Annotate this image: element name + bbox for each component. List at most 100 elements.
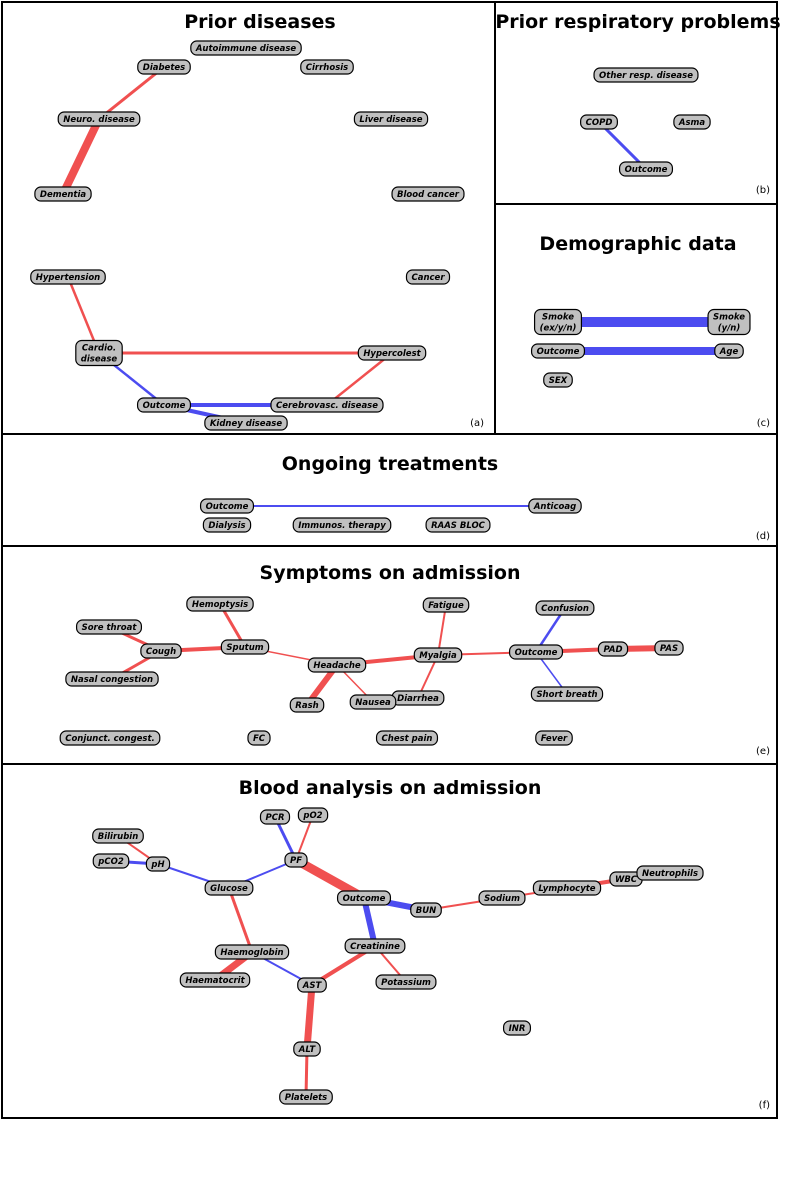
node-label: (y/n) bbox=[718, 324, 741, 334]
node-f-haematocrit: Haematocrit bbox=[179, 972, 251, 988]
node-box bbox=[30, 269, 106, 285]
node-label: Myalgia bbox=[419, 651, 457, 661]
node-label: Age bbox=[719, 347, 739, 357]
panel-a-tag: (a) bbox=[470, 418, 484, 429]
node-box bbox=[543, 372, 573, 388]
node-label: Outcome bbox=[143, 401, 186, 411]
node-box bbox=[179, 972, 251, 988]
panel-frame-f bbox=[1, 763, 778, 1119]
node-f-bun: BUN bbox=[410, 902, 442, 918]
node-box bbox=[199, 498, 255, 514]
node-box bbox=[530, 343, 586, 359]
node-box bbox=[410, 902, 442, 918]
node-e-fc: FC bbox=[247, 730, 271, 746]
node-label: PAS bbox=[660, 644, 678, 654]
node-box bbox=[673, 114, 711, 130]
node-b-asma: Asma bbox=[673, 114, 711, 130]
node-f-outcome: Outcome bbox=[336, 890, 392, 906]
edge-e-fatigue-myalgia bbox=[437, 604, 447, 656]
panel-labels: Prior diseases (a) Prior respiratory pro… bbox=[184, 11, 780, 1111]
node-box bbox=[186, 596, 254, 612]
node-label: INR bbox=[509, 1024, 526, 1034]
node-label: pCO2 bbox=[97, 857, 124, 867]
node-label: Sore throat bbox=[82, 623, 138, 633]
node-label: Nasal congestion bbox=[71, 675, 153, 685]
edge-f-outcome-creatinine bbox=[361, 897, 378, 947]
node-box bbox=[580, 114, 618, 130]
node-label: Haematocrit bbox=[185, 976, 245, 986]
node-box bbox=[528, 498, 582, 514]
node-label: Cardio. bbox=[82, 344, 116, 354]
node-label: COPD bbox=[586, 118, 613, 128]
node-label: Sodium bbox=[484, 894, 520, 904]
node-box bbox=[59, 730, 161, 746]
node-c-outcome: Outcome bbox=[530, 343, 586, 359]
node-e-sputum: Sputum bbox=[220, 639, 270, 655]
node-e-chestpain: Chest pain bbox=[375, 730, 439, 746]
node-label: Outcome bbox=[625, 165, 668, 175]
node-box bbox=[145, 856, 171, 872]
node-box bbox=[508, 644, 564, 660]
panel-b-title: Prior respiratory problems bbox=[495, 11, 780, 33]
node-box bbox=[405, 269, 451, 285]
node-label: Headache bbox=[313, 661, 361, 671]
node-label: Diabetes bbox=[143, 63, 185, 73]
node-label: Haemoglobin bbox=[220, 948, 283, 958]
node-box bbox=[535, 730, 573, 746]
node-f-haemoglobin: Haemoglobin bbox=[214, 944, 290, 960]
node-label: Rash bbox=[295, 701, 318, 711]
node-label: Glucose bbox=[210, 884, 248, 894]
node-a-outcome: Outcome bbox=[136, 397, 192, 413]
node-c-age: Age bbox=[714, 343, 744, 359]
node-label: Neuro. disease bbox=[63, 115, 135, 125]
edge-a-hypercolest-cerebro bbox=[326, 352, 393, 406]
node-d-anticoag: Anticoag bbox=[528, 498, 582, 514]
node-a-autoimmune: Autoimmune disease bbox=[190, 40, 302, 56]
node-label: Cancer bbox=[411, 273, 445, 283]
node-e-outcome: Outcome bbox=[508, 644, 564, 660]
panel-d-tag: (d) bbox=[756, 531, 770, 542]
panel-frames bbox=[1, 1, 778, 1119]
node-box bbox=[259, 809, 291, 825]
node-box bbox=[279, 1089, 333, 1105]
node-box bbox=[140, 643, 182, 659]
edge-a-neuro-dementia bbox=[59, 117, 103, 196]
node-label: Immunos. therapy bbox=[298, 521, 386, 531]
node-e-fatigue: Fatigue bbox=[422, 597, 470, 613]
node-box bbox=[349, 694, 397, 710]
node-f-bilirubin: Bilirubin bbox=[92, 828, 144, 844]
node-b-copd: COPD bbox=[580, 114, 618, 130]
edge-f-ast-alt bbox=[303, 984, 316, 1050]
panel-c-tag: (c) bbox=[757, 418, 770, 429]
node-e-diarrhea: Diarrhea bbox=[391, 690, 445, 706]
node-a-bloodcancer: Blood cancer bbox=[391, 186, 465, 202]
node-label: Sputum bbox=[226, 643, 263, 653]
node-box bbox=[618, 161, 674, 177]
node-label: (ex/y/n) bbox=[540, 324, 577, 334]
panel-e-tag: (e) bbox=[756, 746, 770, 757]
panel-f-tag: (f) bbox=[759, 1100, 770, 1111]
node-box bbox=[353, 111, 429, 127]
edge-b-copd-outcome bbox=[597, 120, 648, 171]
node-box bbox=[375, 974, 437, 990]
node-label: Potassium bbox=[381, 978, 431, 988]
node-label: Outcome bbox=[206, 502, 249, 512]
node-a-neuro: Neuro. disease bbox=[57, 111, 141, 127]
panel-b-tag: (b) bbox=[756, 185, 770, 196]
node-label: Blood cancer bbox=[397, 190, 460, 200]
node-e-conjunct: Conjunct. congest. bbox=[59, 730, 161, 746]
node-a-hypertension: Hypertension bbox=[30, 269, 106, 285]
node-label: Nausea bbox=[355, 698, 391, 708]
node-label: Platelets bbox=[285, 1093, 328, 1103]
node-box bbox=[425, 517, 491, 533]
node-e-nausea: Nausea bbox=[349, 694, 397, 710]
node-a-cirrhosis: Cirrhosis bbox=[300, 59, 354, 75]
node-box bbox=[636, 865, 704, 881]
node-d-dialysis: Dialysis bbox=[202, 517, 252, 533]
node-box bbox=[478, 890, 526, 906]
edge-f-alt-platelets bbox=[304, 1048, 309, 1098]
node-d-outcome: Outcome bbox=[199, 498, 255, 514]
node-a-cerebro: Cerebrovasc. disease bbox=[270, 397, 384, 413]
node-e-rash: Rash bbox=[289, 697, 325, 713]
node-f-alt: ALT bbox=[293, 1041, 321, 1057]
